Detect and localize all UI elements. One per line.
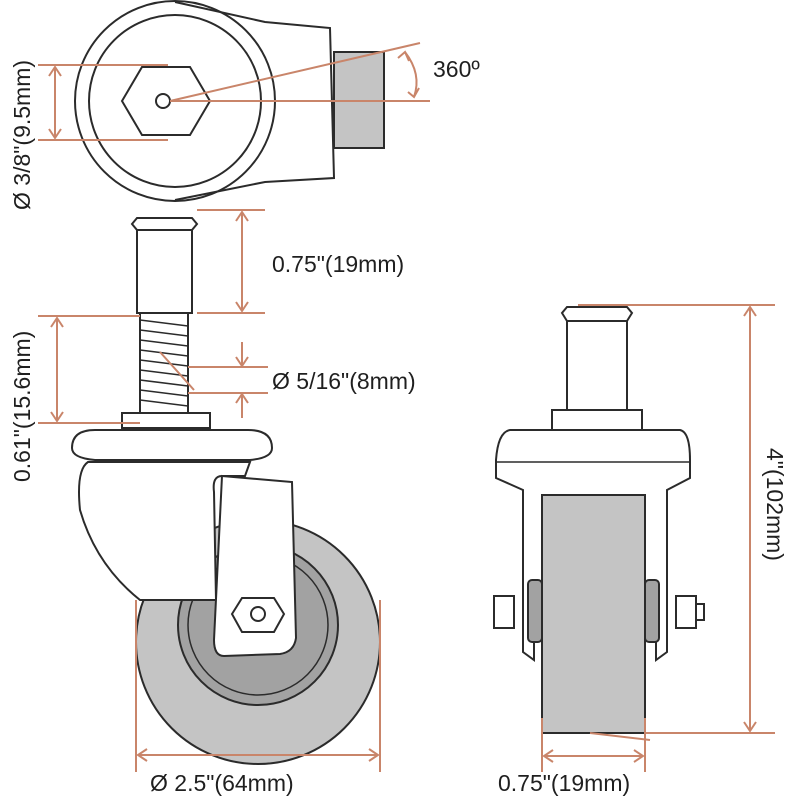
thread-diameter-arrow-top [235, 356, 249, 368]
wheel-diameter-arrow-left [136, 748, 148, 762]
top-view-swivel-body [174, 1, 336, 201]
front-view-nut-right [675, 595, 697, 629]
total-height-arrow-top [743, 305, 757, 317]
total-height-arrow-bottom [743, 721, 757, 733]
wheel-width-arrow-right [633, 749, 645, 763]
top-view-center-bolt [155, 93, 171, 109]
side-view-stem [130, 217, 199, 314]
front-view-washer [551, 409, 643, 431]
front-view-axle-end [695, 603, 705, 621]
side-view-top-plate [70, 429, 274, 461]
front-view-hub-right [644, 579, 660, 643]
axle-bolt [250, 606, 266, 622]
side-view-washer [121, 412, 211, 429]
front-view-stem [560, 306, 634, 411]
stem-length-label: 0.75"(19mm) [272, 251, 404, 277]
front-view-nut-left [493, 595, 515, 629]
wheel-diameter-label: Ø 2.5"(64mm) [150, 770, 294, 796]
side-view-fork [78, 461, 252, 601]
wheel-width-tick [589, 732, 651, 741]
stem-diameter-label: Ø 3/8"(9.5mm) [9, 60, 35, 210]
rotation-label: 360º [433, 56, 480, 82]
thread-diameter-leader [159, 351, 195, 391]
top-view-hex-nut [120, 66, 212, 136]
stem-diameter-arrow-top [48, 65, 62, 77]
wheel-width-label: 0.75"(19mm) [498, 770, 630, 796]
thread-length-label: 0.61"(15.6mm) [9, 331, 35, 482]
front-view-wheel [541, 494, 646, 734]
front-view-hub-left [527, 579, 543, 643]
wheel-width-arrow-left [542, 749, 554, 763]
stem-length-arrow-top [235, 210, 249, 222]
thread-diameter-label: Ø 5/16"(8mm) [272, 368, 416, 394]
dimension-labels: Ø 3/8"(9.5mm) 360º 0.75"(19mm) Ø 5/16"(8… [9, 56, 788, 796]
rotation-line-2 [169, 42, 421, 102]
front-view [493, 306, 705, 734]
side-view [70, 217, 381, 765]
wheel-diameter-arrow-right [368, 748, 380, 762]
thread-length-arrow-top [50, 316, 64, 328]
dimension-lines [38, 42, 775, 772]
rotation-arrow-bottom [407, 87, 420, 99]
total-height-label: 4"(102mm) [762, 448, 788, 561]
thread-length-arrow-bottom [50, 411, 64, 423]
thread-diameter-arrow-bottom [235, 392, 249, 404]
stem-diameter-arrow-bottom [48, 128, 62, 140]
stem-length-arrow-bottom [235, 301, 249, 313]
rotation-arc [404, 51, 418, 98]
rotation-arrow-top [397, 50, 410, 62]
